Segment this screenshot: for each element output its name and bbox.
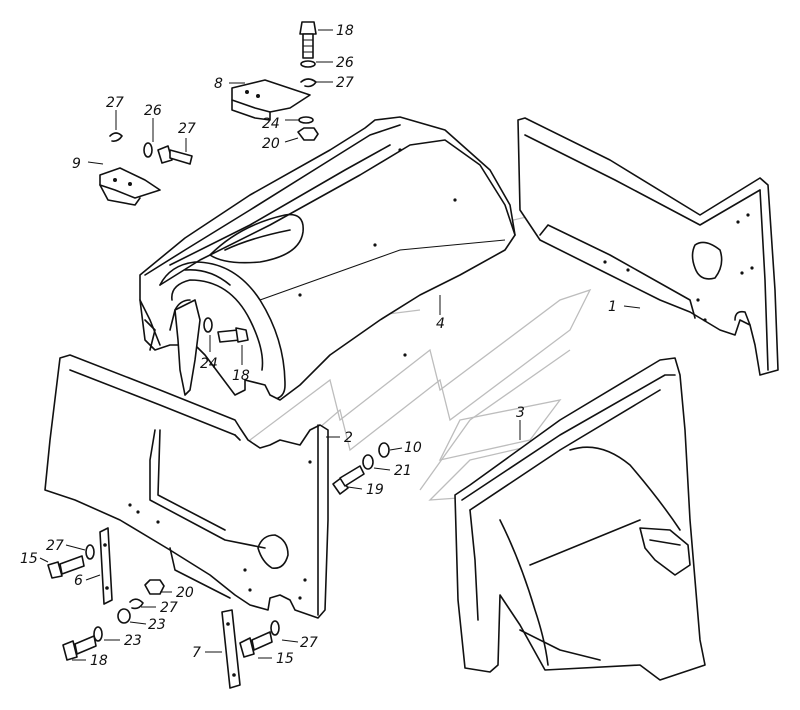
nut-20-top — [297, 127, 319, 141]
washer-24-mid — [203, 317, 213, 333]
bolt-15-right — [239, 631, 273, 658]
label-23-left: 26 — [144, 103, 162, 119]
lockwasher-27-top — [300, 78, 317, 88]
leader-lines — [39, 29, 641, 661]
label-1: 1 — [608, 299, 617, 315]
label-27-low: 27 — [160, 600, 178, 616]
label-9: 9 — [72, 156, 81, 172]
side-panel-part-2 — [44, 354, 329, 619]
washer-23-bottom — [93, 626, 103, 642]
label-23-top: 26 — [336, 55, 354, 71]
lockwasher-27-low — [129, 598, 144, 610]
washer-23-left — [143, 142, 153, 158]
label-8: 8 — [214, 76, 223, 92]
label-3: 3 — [516, 405, 525, 421]
bolt-27-left — [157, 145, 193, 165]
side-panel-part-1 — [517, 117, 779, 376]
label-20-low: 20 — [176, 585, 194, 601]
washer-26-right — [270, 620, 280, 636]
bolt-15-left — [47, 555, 85, 579]
washer-21 — [362, 454, 374, 470]
bracket-part-9 — [99, 167, 161, 206]
strip-part-6 — [99, 527, 113, 605]
label-24-top: 24 — [262, 116, 280, 132]
label-27-left-b: 27 — [178, 121, 196, 137]
label-18-bottom: 18 — [90, 653, 108, 669]
label-15-right: 15 — [276, 651, 294, 667]
bracket-part-8 — [231, 79, 311, 121]
label-4: 4 — [436, 316, 445, 332]
label-21: 21 — [394, 463, 412, 479]
label-27-top: 27 — [336, 75, 354, 91]
part-labels: 18 26 27 8 24 20 27 26 27 9 4 1 3 2 10 2… — [20, 23, 617, 669]
washer-23-low — [117, 608, 131, 624]
bolt-18-top — [299, 21, 317, 59]
label-23-low: 23 — [148, 617, 166, 633]
bolt-18-bottom — [62, 635, 97, 661]
fasteners — [47, 21, 390, 661]
bolt-19 — [332, 465, 365, 495]
label-2: 2 — [344, 430, 353, 446]
label-24-mid: 24 — [200, 356, 218, 372]
label-20-top: 20 — [262, 136, 280, 152]
strip-part-7 — [221, 609, 241, 689]
washer-24-top — [298, 116, 314, 124]
label-26-left: 27 — [46, 538, 64, 554]
label-10: 10 — [404, 440, 422, 456]
nut-20-low — [144, 579, 165, 595]
washer-23-top — [300, 60, 316, 68]
washer-10 — [378, 442, 390, 458]
label-6: 6 — [74, 573, 83, 589]
label-27-left-a: 27 — [106, 95, 124, 111]
shell-part-3 — [454, 357, 706, 681]
label-18-mid: 18 — [232, 368, 250, 384]
label-26-right: 27 — [300, 635, 318, 651]
label-19: 19 — [366, 482, 384, 498]
label-7: 7 — [192, 645, 201, 661]
washer-26-left — [85, 544, 95, 560]
cover-part-4 — [139, 116, 516, 401]
label-18-top: 18 — [336, 23, 354, 39]
lockwasher-27-left — [109, 132, 123, 142]
label-15-left: 15 — [20, 551, 38, 567]
label-23-bottom: 23 — [124, 633, 142, 649]
bolt-18-mid — [217, 327, 249, 343]
